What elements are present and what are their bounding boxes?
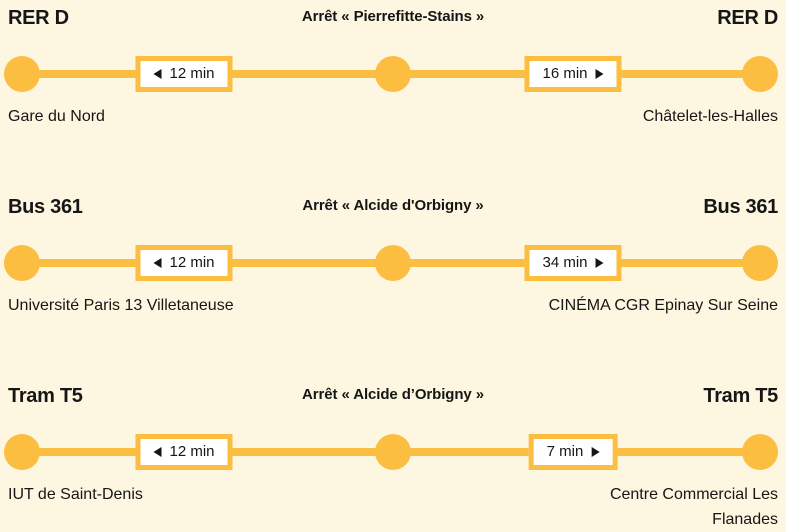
station-dot-end [742,245,778,281]
station-dot-end [742,56,778,92]
route-track: 12 min 7 min [0,434,786,470]
duration-badge-left: 12 min [135,245,233,281]
station-dot-start [4,245,40,281]
station-labels: IUT de Saint-Denis Centre Commercial Les… [0,482,786,532]
duration-badge-right: 7 min [528,434,618,470]
station-name-right: Centre Commercial Les Flanades [609,486,778,528]
station-name-right: Châtelet-les-Halles [642,108,778,125]
station-name-left: IUT de Saint-Denis [8,486,143,503]
station-dot-end [742,434,778,470]
line-name-left: RER D [8,7,69,29]
arrow-right-icon [595,69,604,79]
duration-badge-right: 34 min [524,245,622,281]
station-dot-start [4,434,40,470]
duration-label: 7 min [546,443,584,460]
row-header: Tram T5 Tram T5 Arrêt « Alcide d’Orbigny… [0,384,786,408]
duration-label: 12 min [169,65,215,82]
transit-row-rer-d: RER D RER D Arrêt « Pierrefitte-Stains »… [0,6,786,129]
stop-header: Arrêt « Pierrefitte-Stains » [301,8,485,25]
duration-badge-left: 12 min [135,56,233,92]
station-name-right: CINÉMA CGR Epinay Sur Seine [548,297,778,314]
duration-label: 16 min [542,65,588,82]
station-dot-middle [375,245,411,281]
row-header: Bus 361 Bus 361 Arrêt « Alcide d'Orbigny… [0,195,786,219]
duration-label: 34 min [542,254,588,271]
station-labels: Gare du Nord Châtelet-les-Halles [0,104,786,129]
line-name-left: Bus 361 [8,196,83,218]
station-name-left: Université Paris 13 Villetaneuse [8,297,234,314]
stop-header: Arrêt « Alcide d’Orbigny » [302,386,484,403]
arrow-right-icon [591,447,600,457]
duration-badge-right: 16 min [524,56,622,92]
line-name-right: Tram T5 [703,385,778,407]
arrow-right-icon [595,258,604,268]
arrow-left-icon [153,447,162,457]
transit-row-bus-361: Bus 361 Bus 361 Arrêt « Alcide d'Orbigny… [0,195,786,318]
arrow-left-icon [153,258,162,268]
arrow-left-icon [153,69,162,79]
station-dot-middle [375,56,411,92]
line-name-left: Tram T5 [8,385,83,407]
transit-connections-diagram: RER D RER D Arrêt « Pierrefitte-Stains »… [0,6,786,532]
stop-header: Arrêt « Alcide d'Orbigny » [302,197,484,214]
route-track: 12 min 34 min [0,245,786,281]
station-name-left: Gare du Nord [8,108,105,125]
line-name-right: Bus 361 [703,196,778,218]
station-labels: Université Paris 13 Villetaneuse CINÉMA … [0,293,786,318]
duration-label: 12 min [169,254,215,271]
transit-row-tram-t5: Tram T5 Tram T5 Arrêt « Alcide d’Orbigny… [0,384,786,532]
route-track: 12 min 16 min [0,56,786,92]
row-header: RER D RER D Arrêt « Pierrefitte-Stains » [0,6,786,30]
duration-badge-left: 12 min [135,434,233,470]
duration-label: 12 min [169,443,215,460]
station-dot-middle [375,434,411,470]
line-name-right: RER D [717,7,778,29]
station-dot-start [4,56,40,92]
